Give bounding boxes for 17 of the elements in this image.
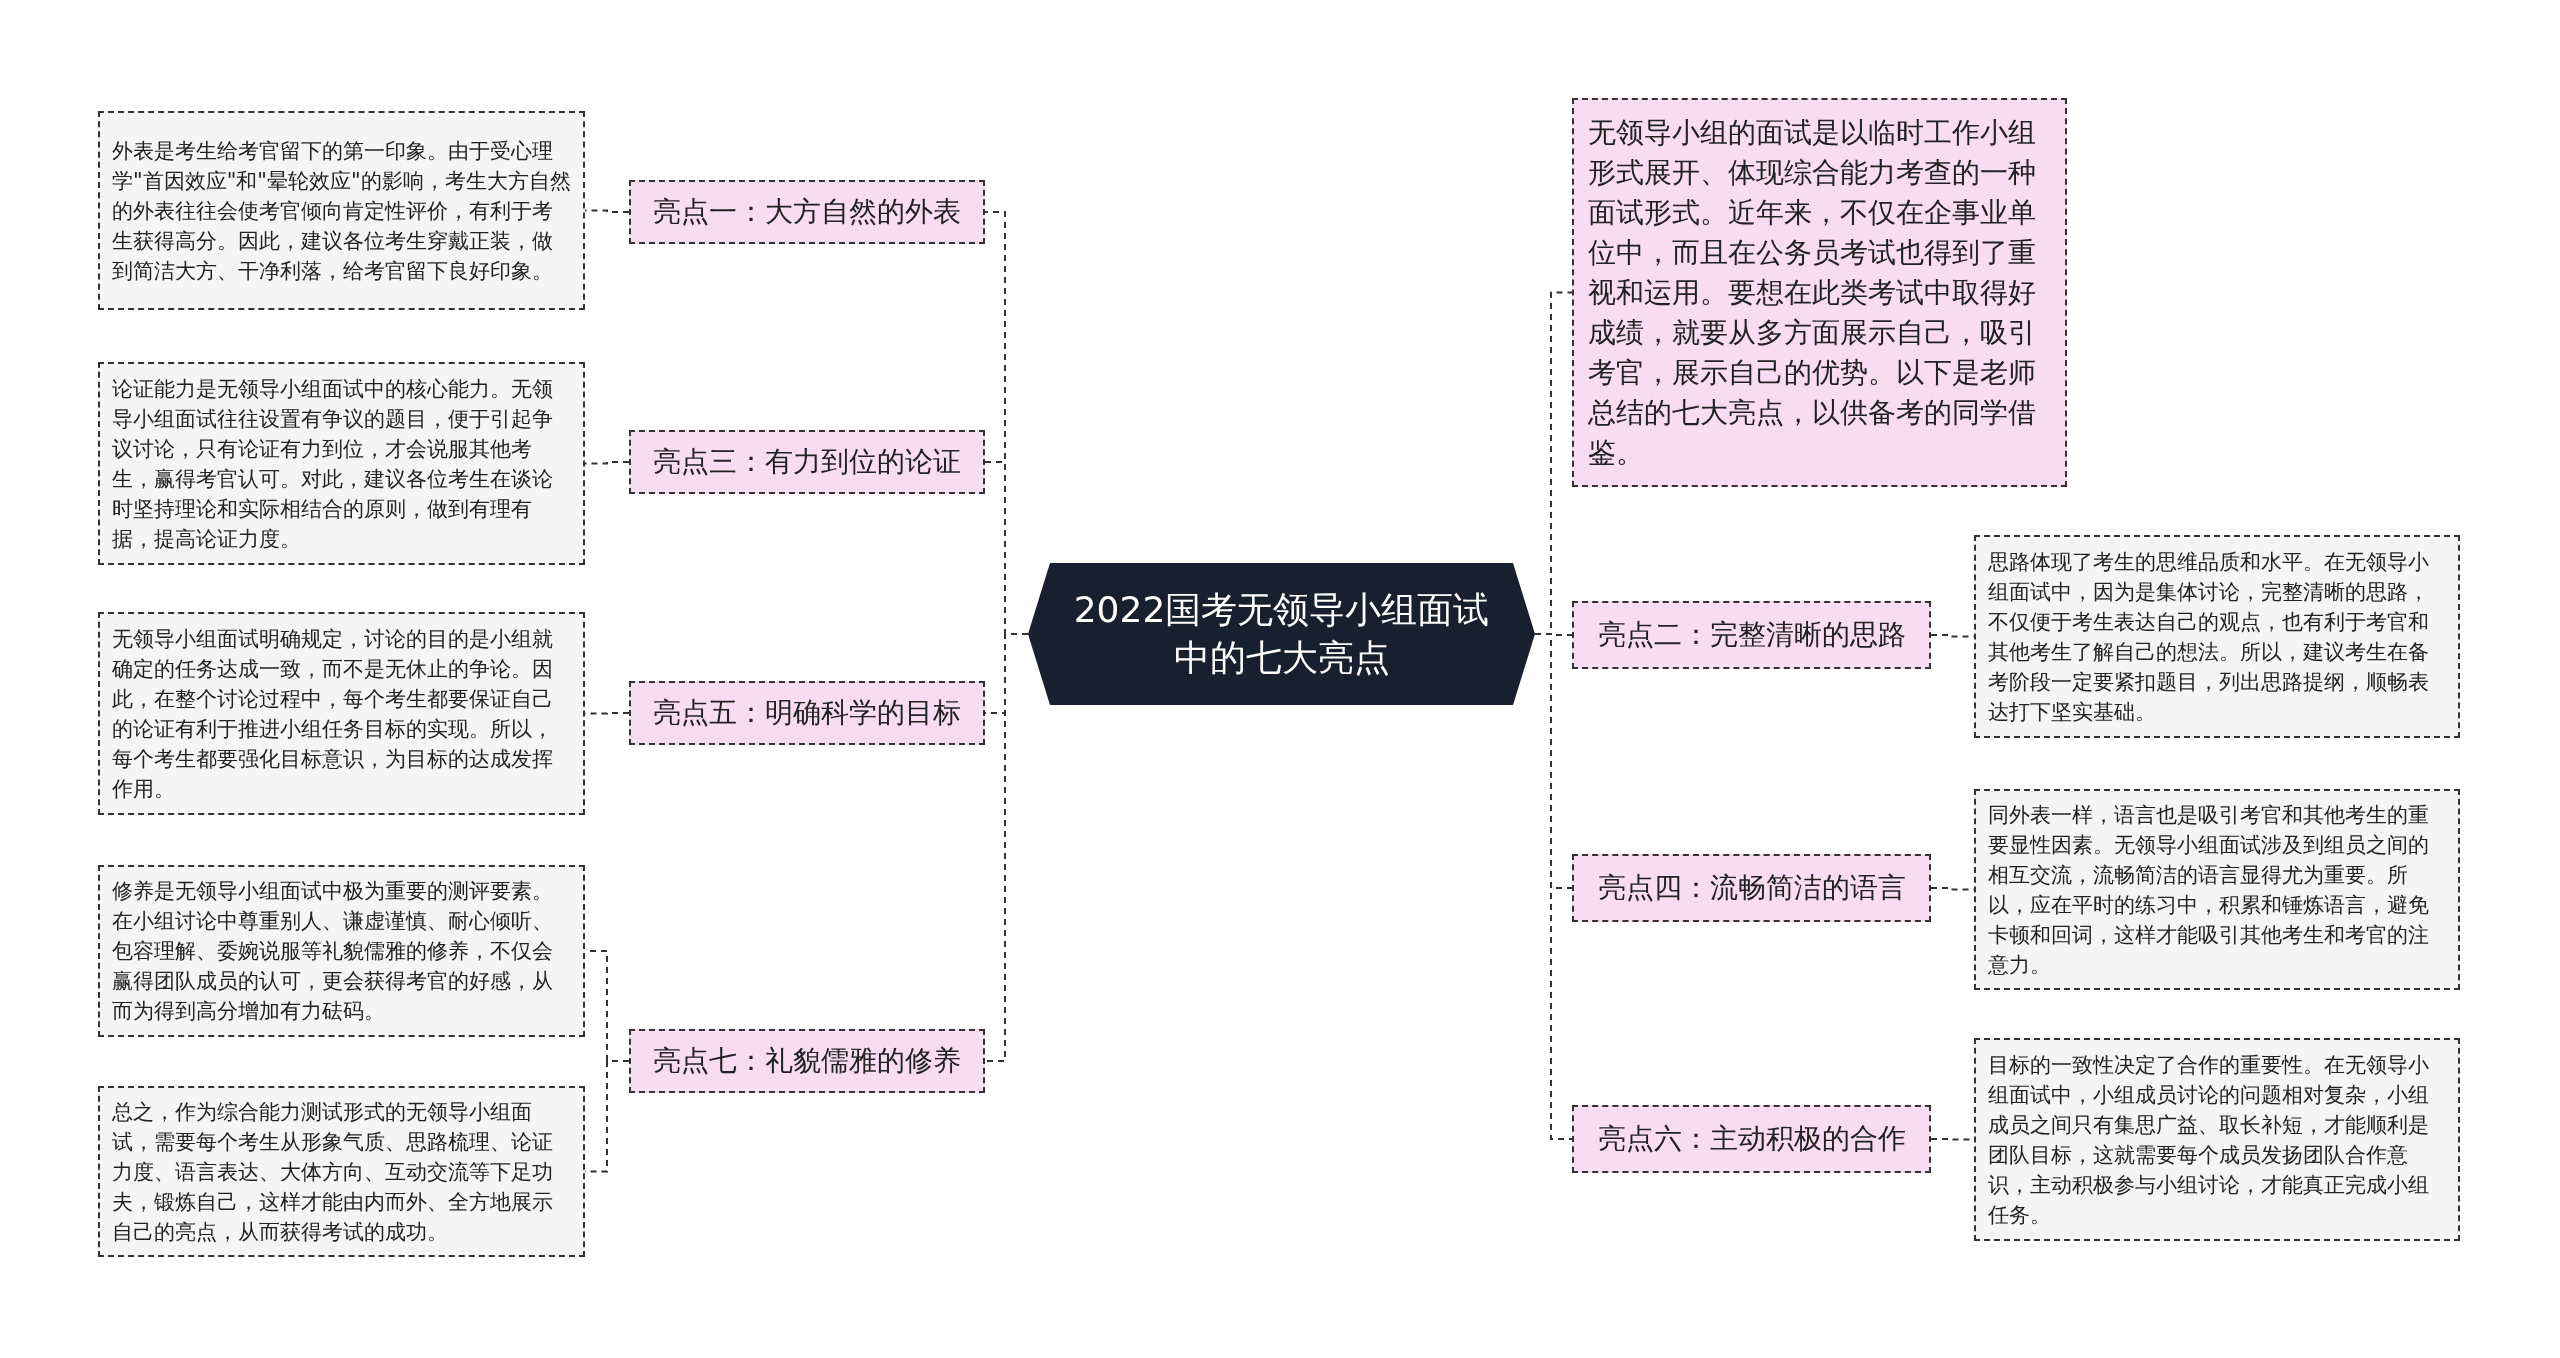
note-box: 无领导小组面试明确规定，讨论的目的是小组就确定的任务达成一致，而不是无休止的争论。因此，在整个讨论过程中，每个考生都要保证自己的论证有利于推进小组任务目标的实现。所以，每个考生都要强化目标意识，为目标的达成发挥作用。 bbox=[98, 612, 585, 815]
topic-box: 亮点五：明确科学的目标 bbox=[629, 681, 985, 745]
note-box: 修养是无领导小组面试中极为重要的测评要素。在小组讨论中尊重别人、谦虚谨慎、耐心倾听、包容理解、委婉说服等礼貌儒雅的修养，不仅会赢得团队成员的认可，更会获得考官的好感，从而为得到高分增加有力砝码。 bbox=[98, 865, 585, 1037]
note-box: 总之，作为综合能力测试形式的无领导小组面试，需要每个考生从形象气质、思路梳理、论证力度、语言表达、大体方向、互动交流等下足功夫，锻炼自己，这样才能由内而外、全方地展示自己的亮点，从而获得考试的成功。 bbox=[98, 1086, 585, 1257]
topic-box: 亮点二：完整清晰的思路 bbox=[1572, 601, 1931, 669]
note-box: 论证能力是无领导小组面试中的核心能力。无领导小组面试往往设置有争议的题目，便于引起争议讨论，只有论证有力到位，才会说服其他考生，赢得考官认可。对此，建议各位考生在谈论时坚持理论和实际相结合的原则，做到有理有据，提高论证力度。 bbox=[98, 362, 585, 565]
topic-box: 亮点一：大方自然的外表 bbox=[629, 180, 985, 244]
central-topic: 2022国考无领导小组面试中的七大亮点 bbox=[1028, 563, 1535, 705]
note-box: 思路体现了考生的思维品质和水平。在无领导小组面试中，因为是集体讨论，完整清晰的思路，不仅便于考生表达自己的观点，也有利于考官和其他考生了解自己的想法。所以，建议考生在备考阶段一定要紧扣题目，列出思路提纲，顺畅表达打下坚实基础。 bbox=[1974, 535, 2460, 738]
note-box: 外表是考生给考官留下的第一印象。由于受心理学"首因效应"和"晕轮效应"的影响，考生大方自然的外表往往会使考官倾向肯定性评价，有利于考生获得高分。因此，建议各位考生穿戴正装，做到简洁大方、干净利落，给考官留下良好印象。 bbox=[98, 111, 585, 310]
note-box: 目标的一致性决定了合作的重要性。在无领导小组面试中，小组成员讨论的问题相对复杂，小组成员之间只有集思广益、取长补短，才能顺利是团队目标，这就需要每个成员发扬团队合作意识，主动积极参与小组讨论，才能真正完成小组任务。 bbox=[1974, 1038, 2460, 1241]
topic-box: 亮点三：有力到位的论证 bbox=[629, 430, 985, 494]
note-box: 同外表一样，语言也是吸引考官和其他考生的重要显性因素。无领导小组面试涉及到组员之间的相互交流，流畅简洁的语言显得尤为重要。所以，应在平时的练习中，积累和锤炼语言，避免卡顿和回词，这样才能吸引其他考生和考官的注意力。 bbox=[1974, 789, 2460, 990]
topic-box: 亮点六：主动积极的合作 bbox=[1572, 1105, 1931, 1173]
topic-box: 亮点七：礼貌儒雅的修养 bbox=[629, 1029, 985, 1093]
intro-box: 无领导小组的面试是以临时工作小组形式展开、体现综合能力考查的一种面试形式。近年来，不仅在企事业单位中，而且在公务员考试也得到了重视和运用。要想在此类考试中取得好成绩，就要从多方面展示自己，吸引考官，展示自己的优势。以下是老师总结的七大亮点，以供备考的同学借鉴。 bbox=[1572, 98, 2067, 487]
topic-box: 亮点四：流畅简洁的语言 bbox=[1572, 854, 1931, 922]
